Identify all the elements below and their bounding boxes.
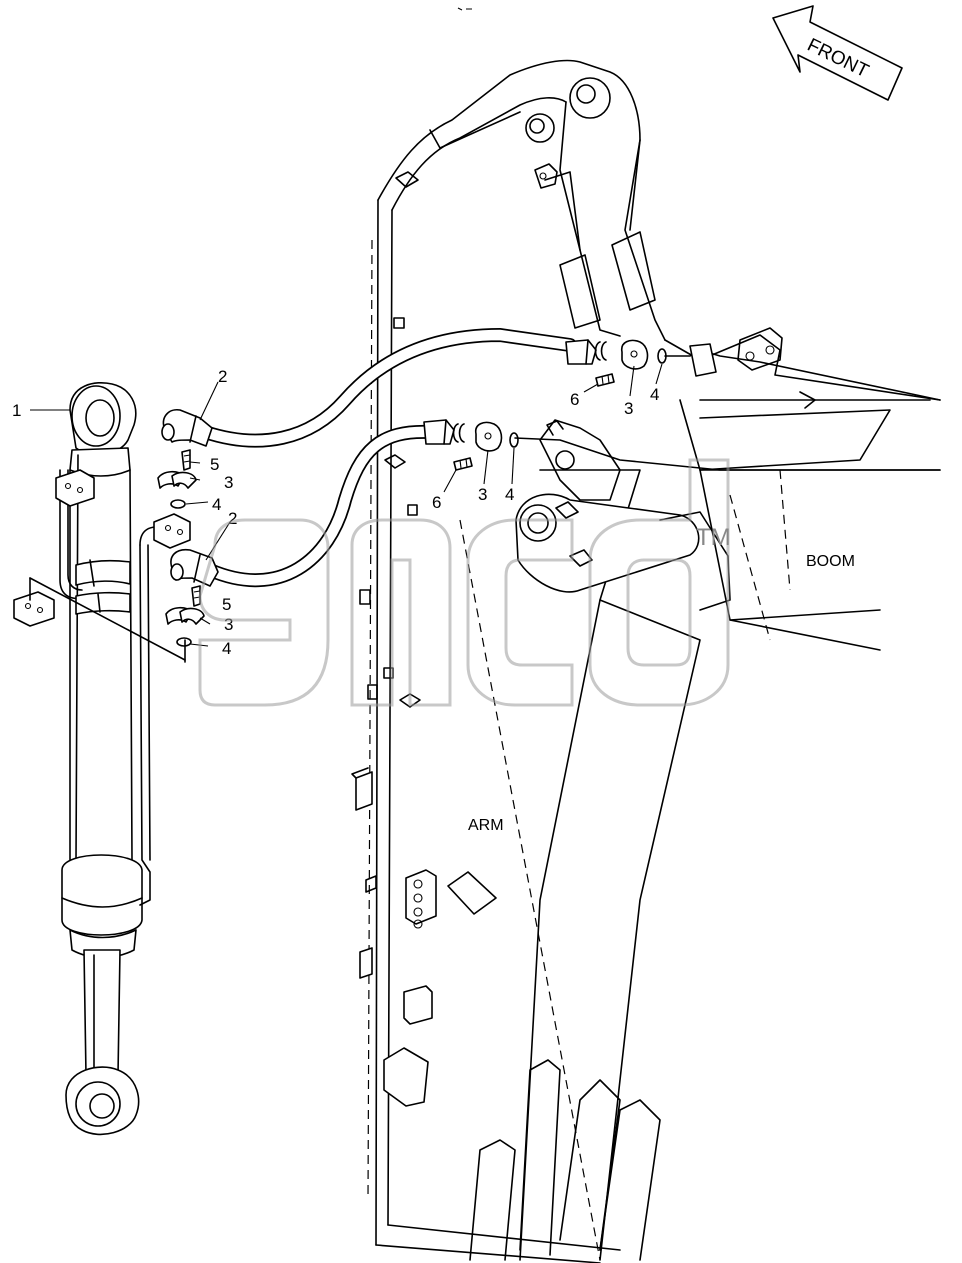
callout-3: 3 [478, 485, 487, 504]
callout-6: 6 [570, 390, 579, 409]
callout-5: 5 [222, 595, 231, 614]
hose-upper [198, 327, 577, 448]
boom-label: BOOM [806, 553, 855, 570]
callout-3: 3 [224, 615, 233, 634]
arm-label: ARM [468, 817, 504, 834]
callouts: 1 2 2 3 3 3 3 4 4 4 4 5 5 6 6 [12, 367, 659, 658]
fittings [157, 339, 941, 647]
callout-1: 1 [12, 401, 21, 420]
hydraulic-cylinder [13, 381, 191, 1136]
callout-2: 2 [228, 509, 237, 528]
trademark-mark: TM [696, 524, 731, 551]
header-mark [457, 7, 472, 11]
watermark-logo: TM [198, 458, 731, 707]
callout-4: 4 [505, 485, 514, 504]
hoses [161, 327, 607, 588]
callout-4: 4 [650, 385, 659, 404]
callout-3: 3 [224, 473, 233, 492]
hose-lower [203, 424, 437, 588]
callout-4: 4 [212, 495, 221, 514]
callout-4: 4 [222, 639, 231, 658]
front-arrow: FRONT [772, 5, 903, 101]
callout-3: 3 [624, 399, 633, 418]
callout-6: 6 [432, 493, 441, 512]
callout-5: 5 [210, 455, 219, 474]
callout-2: 2 [218, 367, 227, 386]
